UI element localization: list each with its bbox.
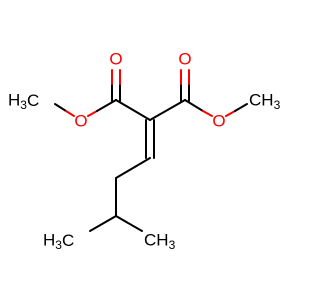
bond-right-o-methyl <box>234 103 248 112</box>
bond-right-carbonyl-o-red <box>202 110 213 117</box>
bond-left-methyl-o-red <box>65 110 75 117</box>
left-methyl-label: H3C <box>8 91 39 113</box>
bottom-left-methyl-label: H3C <box>43 231 74 253</box>
left-ester-oxygen-label: O <box>74 112 87 131</box>
bond-right-o-methyl-red <box>225 110 236 117</box>
chemical-structure-diagram: O O O O H3C CH3 H3C CH3 <box>8 50 281 253</box>
bond-ch-left-methyl <box>89 215 117 232</box>
bond-left-o-carbonyl <box>96 99 117 112</box>
bond-left-methyl-o <box>54 103 67 112</box>
bond-right-carbonyl-o <box>184 99 204 112</box>
bond-ch-right-methyl <box>115 215 143 232</box>
right-methyl-label: CH3 <box>249 91 281 113</box>
left-carbonyl-oxygen-label: O <box>109 50 122 69</box>
bond-left-o-carbonyl-red <box>87 110 98 117</box>
right-ester-oxygen-label: O <box>212 112 225 131</box>
bond-alkene-ch2 <box>115 157 151 179</box>
bottom-right-methyl-label: CH3 <box>144 231 176 253</box>
bond-central-right-carbonyl <box>149 99 186 121</box>
right-carbonyl-oxygen-label: O <box>178 50 191 69</box>
bond-left-carbonyl-central <box>115 99 151 121</box>
